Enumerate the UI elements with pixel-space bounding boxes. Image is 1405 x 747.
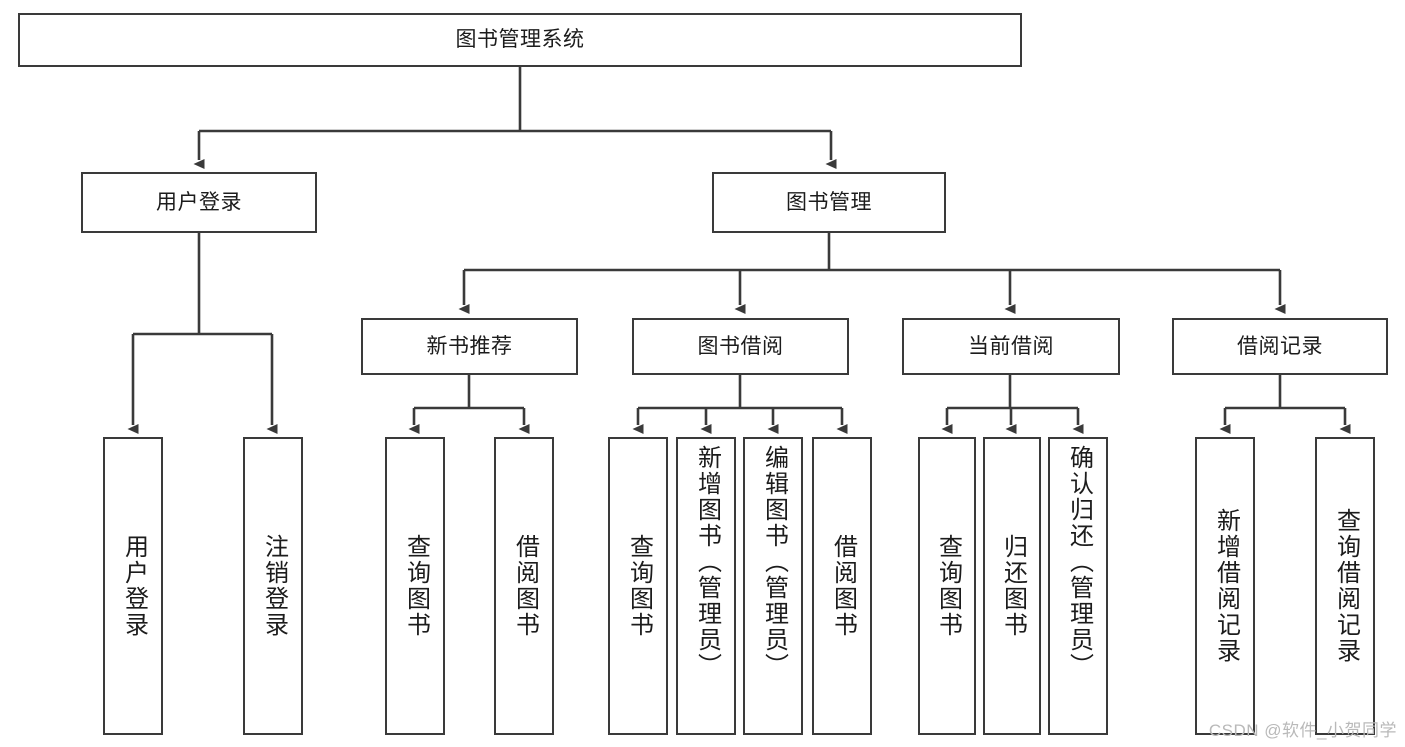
node-leaf-borrow-book-1[interactable]: 借阅图书 bbox=[494, 437, 554, 735]
node-book-manage[interactable]: 图书管理 bbox=[712, 172, 946, 233]
node-leaf-return-book[interactable]: 归还图书 bbox=[983, 437, 1041, 735]
node-borrow-record[interactable]: 借阅记录 bbox=[1172, 318, 1388, 375]
node-leaf-borrow-book-2-label: 借阅图书 bbox=[829, 534, 857, 638]
node-leaf-query-book-3-label: 查询图书 bbox=[934, 534, 962, 638]
node-leaf-user-login-label: 用户登录 bbox=[120, 534, 148, 638]
node-leaf-borrow-book-1-label: 借阅图书 bbox=[511, 534, 539, 638]
node-leaf-user-login[interactable]: 用户登录 bbox=[103, 437, 163, 735]
node-leaf-edit-book[interactable]: 编辑图书（管理员） bbox=[743, 437, 803, 735]
node-book-borrow-label: 图书借阅 bbox=[697, 334, 784, 358]
csdn-watermark: CSDN @软件_小贺同学 bbox=[1208, 721, 1397, 740]
node-new-book-recommend-label: 新书推荐 bbox=[426, 334, 513, 358]
node-root-label: 图书管理系统 bbox=[455, 28, 585, 52]
node-leaf-query-book-2-label: 查询图书 bbox=[625, 534, 653, 638]
node-leaf-query-book-1-label: 查询图书 bbox=[402, 534, 430, 638]
node-new-book-recommend[interactable]: 新书推荐 bbox=[361, 318, 578, 375]
node-leaf-query-book-2[interactable]: 查询图书 bbox=[608, 437, 668, 735]
node-leaf-borrow-book-2[interactable]: 借阅图书 bbox=[812, 437, 872, 735]
node-leaf-query-book-1[interactable]: 查询图书 bbox=[385, 437, 445, 735]
node-borrow-record-label: 借阅记录 bbox=[1237, 334, 1323, 358]
node-current-borrow[interactable]: 当前借阅 bbox=[902, 318, 1120, 375]
node-leaf-query-record-label: 查询借阅记录 bbox=[1332, 508, 1360, 664]
node-leaf-user-logout[interactable]: 注销登录 bbox=[243, 437, 303, 735]
node-leaf-add-record[interactable]: 新增借阅记录 bbox=[1195, 437, 1255, 735]
node-root[interactable]: 图书管理系统 bbox=[18, 13, 1022, 67]
node-leaf-confirm-return[interactable]: 确认归还（管理员） bbox=[1048, 437, 1108, 735]
node-user-login-label: 用户登录 bbox=[156, 190, 242, 214]
node-book-borrow[interactable]: 图书借阅 bbox=[632, 318, 849, 375]
node-leaf-add-book-label: 新增图书（管理员） bbox=[693, 445, 721, 679]
node-leaf-edit-book-label: 编辑图书（管理员） bbox=[760, 445, 788, 679]
node-current-borrow-label: 当前借阅 bbox=[968, 334, 1054, 358]
node-leaf-user-logout-label: 注销登录 bbox=[260, 534, 288, 638]
node-leaf-confirm-return-label: 确认归还（管理员） bbox=[1065, 445, 1093, 679]
node-leaf-return-book-label: 归还图书 bbox=[999, 534, 1027, 638]
node-leaf-query-book-3[interactable]: 查询图书 bbox=[918, 437, 976, 735]
node-user-login[interactable]: 用户登录 bbox=[81, 172, 317, 233]
node-leaf-add-book[interactable]: 新增图书（管理员） bbox=[676, 437, 736, 735]
node-book-manage-label: 图书管理 bbox=[786, 190, 872, 214]
node-leaf-add-record-label: 新增借阅记录 bbox=[1212, 508, 1240, 664]
node-leaf-query-record[interactable]: 查询借阅记录 bbox=[1315, 437, 1375, 735]
